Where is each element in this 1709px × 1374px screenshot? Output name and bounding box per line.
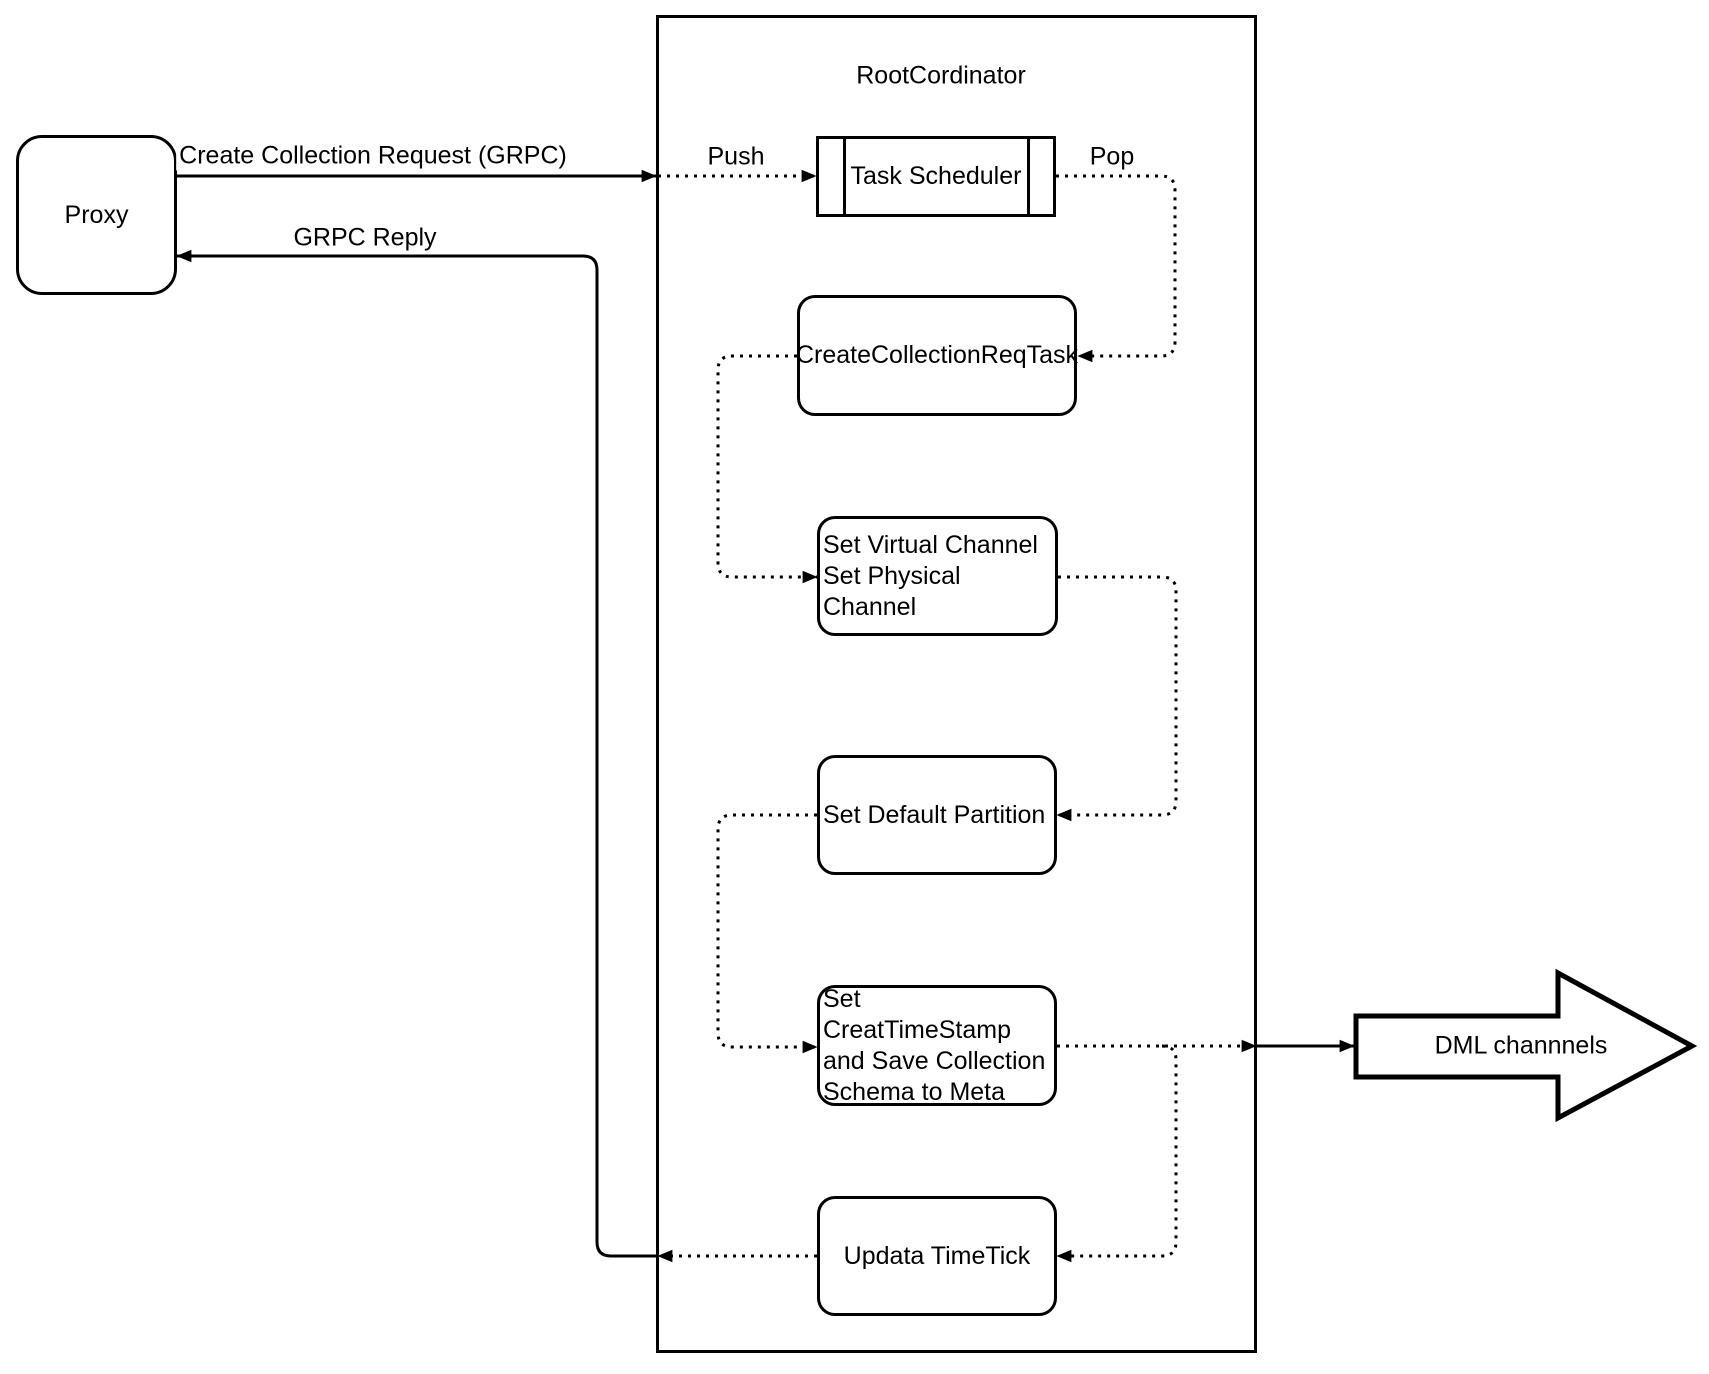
node-set-default-partition: Set Default Partition: [817, 755, 1057, 875]
edge-timestamp-to-timetick: [1056, 1044, 1178, 1263]
node-create-collection-req-task-label: CreateCollectionReqTask: [795, 341, 1079, 369]
node-set-creat-timestamp: Set CreatTimeStamp and Save Collection S…: [817, 985, 1057, 1106]
edge-partition-to-timestamp: [716, 813, 818, 1054]
node-set-default-partition-label: Set Default Partition: [823, 800, 1046, 829]
node-set-creat-timestamp-label: Set CreatTimeStamp and Save Collection S…: [823, 984, 1046, 1106]
edge-pop: [1056, 174, 1177, 363]
node-task-scheduler-label: Task Scheduler: [850, 162, 1022, 190]
edge-label-push: Push: [704, 142, 768, 172]
node-updata-timetick-label: Updata TimeTick: [843, 1241, 1031, 1270]
node-set-channels: Set Virtual Channel Set Physical Channel: [817, 516, 1058, 636]
node-updata-timetick: Updata TimeTick: [817, 1196, 1057, 1316]
root-coordinator-container: [656, 15, 1257, 1353]
node-task-scheduler: Task Scheduler: [816, 136, 1056, 217]
dml-channels-arrow-shape: [1353, 968, 1698, 1123]
edge-reqtask-to-channels: [716, 354, 818, 584]
edge-channels-to-partition: [1056, 575, 1178, 822]
edge-label-pop: Pop: [1086, 142, 1138, 172]
edge-label-create-collection-request: Create Collection Request (GRPC): [176, 141, 570, 171]
task-scheduler-right-divider: [1027, 139, 1030, 214]
root-coordinator-title: RootCordinator: [853, 61, 1029, 91]
node-set-channels-label: Set Virtual Channel Set Physical Channel: [823, 530, 1038, 621]
edge-label-grpc-reply: GRPC Reply: [290, 223, 440, 253]
task-scheduler-left-divider: [843, 139, 846, 214]
dml-channels-label: DML channnels: [1434, 1031, 1608, 1060]
node-proxy: Proxy: [16, 135, 177, 295]
edge-grpc-reply: [176, 249, 656, 1258]
node-create-collection-req-task: CreateCollectionReqTask: [795, 295, 1079, 416]
node-proxy-label: Proxy: [64, 200, 129, 229]
